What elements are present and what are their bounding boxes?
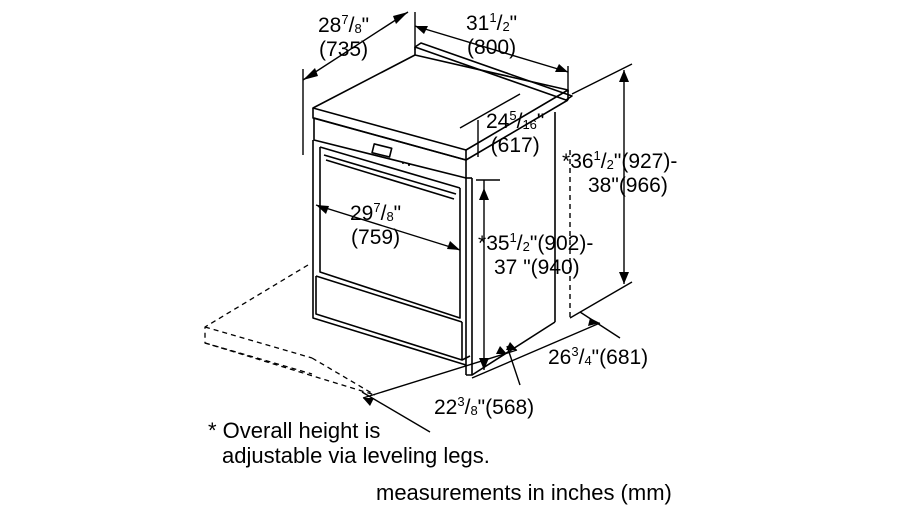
footnote-line-1: * Overall height is	[208, 418, 381, 443]
oven-width-label: 297/8" (759)	[350, 200, 402, 249]
storage-drawer	[315, 275, 471, 361]
floor-width-label: 223/8"(568)	[434, 394, 535, 419]
units-note: measurements in inches (mm)	[376, 480, 672, 505]
depth-top-label: 287/8" (735)	[318, 12, 370, 61]
floor-depth-label: 263/4"(681)	[548, 344, 649, 369]
width-top-label: 311/2" (800)	[466, 10, 518, 59]
control-panel	[313, 117, 467, 179]
depth-body-label: 245/16" (617)	[486, 108, 545, 157]
dimension-lines	[302, 11, 633, 433]
footnote-line-2: adjustable via leveling legs.	[222, 443, 490, 468]
oven-door	[319, 146, 461, 319]
arrowheads	[303, 12, 629, 406]
overall-height-label: *361/2"(927)- 38"(966)	[562, 148, 678, 197]
body-height-label: *351/2"(902)- 37 "(940)	[478, 230, 594, 279]
floor-footprint-dashed	[204, 264, 376, 396]
